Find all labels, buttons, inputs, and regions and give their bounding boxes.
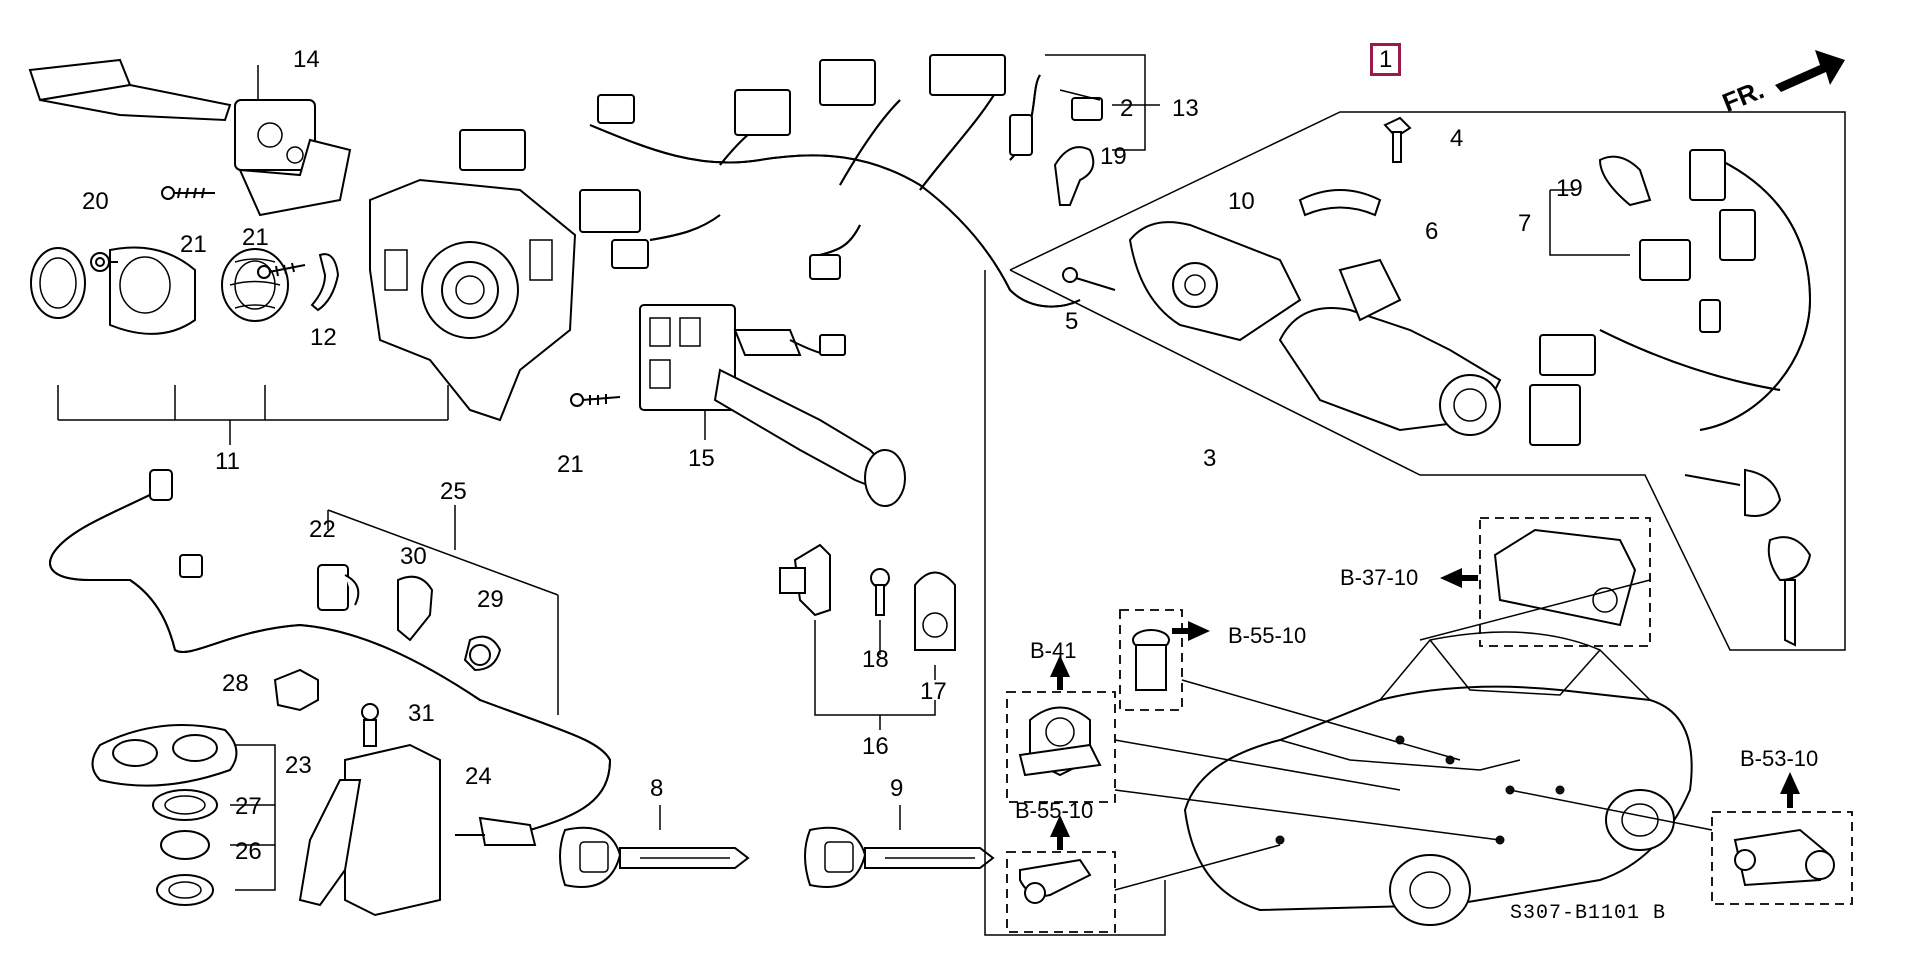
callout-29: 29: [477, 586, 504, 613]
car-outline: [1183, 631, 1693, 926]
ref-box-b53: [1711, 811, 1853, 905]
callout-19a: 19: [1100, 143, 1127, 170]
callout-31: 31: [408, 700, 435, 727]
callout-1: 1: [1370, 43, 1402, 76]
callout-25: 25: [440, 478, 467, 505]
keys-right: [1684, 468, 1812, 647]
callout-8: 8: [650, 775, 664, 802]
callout-6: 6: [1425, 218, 1439, 245]
lock-cylinder-top: [1132, 629, 1170, 691]
callout-21a: 21: [180, 231, 207, 258]
ref-b41: B-41: [1030, 638, 1077, 663]
callout-26: 26: [235, 838, 262, 865]
callout-21b: 21: [242, 224, 269, 251]
callout-15: 15: [688, 445, 715, 472]
steering-lock-group: [984, 111, 1846, 936]
cancel-sleeve-parts: [30, 246, 289, 335]
fuel-lid-lock: [1733, 828, 1835, 887]
clamp-6: [1298, 189, 1382, 217]
callout-7: 7: [1518, 210, 1532, 237]
callout-4: 4: [1450, 125, 1464, 152]
wire-harness-upper: [459, 54, 1081, 308]
callout-30: 30: [400, 543, 427, 570]
antenna-cable: [49, 469, 612, 846]
callout-21c: 21: [557, 451, 584, 478]
callout-16: 16: [862, 733, 889, 760]
bracket-25: [327, 505, 559, 715]
combination-switch-body: [369, 178, 577, 422]
ref-b37-10: B-37-10: [1340, 565, 1419, 590]
callout-28: 28: [222, 670, 249, 697]
callout-27: 27: [235, 793, 262, 820]
ref-box-b41: [1006, 691, 1116, 803]
ignition-switch-10: [1128, 221, 1302, 342]
callout-1-box: 1: [1370, 43, 1402, 76]
callout-11: 11: [215, 448, 240, 475]
trunk-lock-switch: [1493, 528, 1637, 627]
diagram-code: S307-B1101 B: [1510, 902, 1667, 925]
bracket-13: [1045, 54, 1160, 151]
callout-22: 22: [309, 516, 336, 543]
callout-12: 12: [310, 324, 337, 351]
ref-b55-10-top: B-55-10: [1228, 623, 1307, 648]
ref-box-b55-bottom: [1006, 851, 1116, 933]
leader-lines: [1114, 579, 1713, 891]
callout-5: 5: [1065, 308, 1079, 335]
ref-box-b55-top: [1119, 609, 1183, 711]
clip-12: [310, 253, 340, 312]
bracket-7: [1549, 189, 1630, 256]
group-bracket-11: [57, 385, 449, 445]
callout-17: 17: [920, 678, 947, 705]
ref-box-b37: [1479, 517, 1651, 647]
ref-b53-10: B-53-10: [1740, 746, 1819, 771]
keyless-transmitter: [91, 724, 276, 906]
control-unit-24: [298, 743, 441, 917]
key-9: [804, 826, 995, 888]
callout-18: 18: [862, 646, 889, 673]
callout-14: 14: [293, 46, 320, 73]
callout-19b: 19: [1556, 175, 1583, 202]
combination-switch-lighting: [28, 58, 352, 217]
immobilizer-clips: [273, 564, 502, 747]
screws-4-5: [1062, 116, 1412, 291]
callout-10: 10: [1228, 188, 1255, 215]
ref-b55-10-bottom: B-55-10: [1015, 798, 1094, 823]
callout-2: 2: [1120, 95, 1134, 122]
callout-23: 23: [285, 752, 312, 779]
trunk-lock-bottom: [1019, 858, 1092, 904]
callout-24: 24: [465, 763, 492, 790]
connector-2-clip-19: [1053, 89, 1103, 206]
combination-switch-wiper: [639, 304, 906, 507]
callout-13: 13: [1172, 95, 1199, 122]
callout-9: 9: [890, 775, 904, 802]
key-8: [559, 826, 750, 888]
switch-16-17-18: [779, 543, 956, 730]
harness-7: [1529, 149, 1812, 446]
door-lock-cylinder: [1018, 706, 1102, 777]
callout-3: 3: [1203, 445, 1217, 472]
screws-left: [90, 186, 621, 407]
arrows: [1050, 50, 1845, 850]
steering-lock-3: [1278, 258, 1502, 436]
callout-20: 20: [82, 188, 109, 215]
